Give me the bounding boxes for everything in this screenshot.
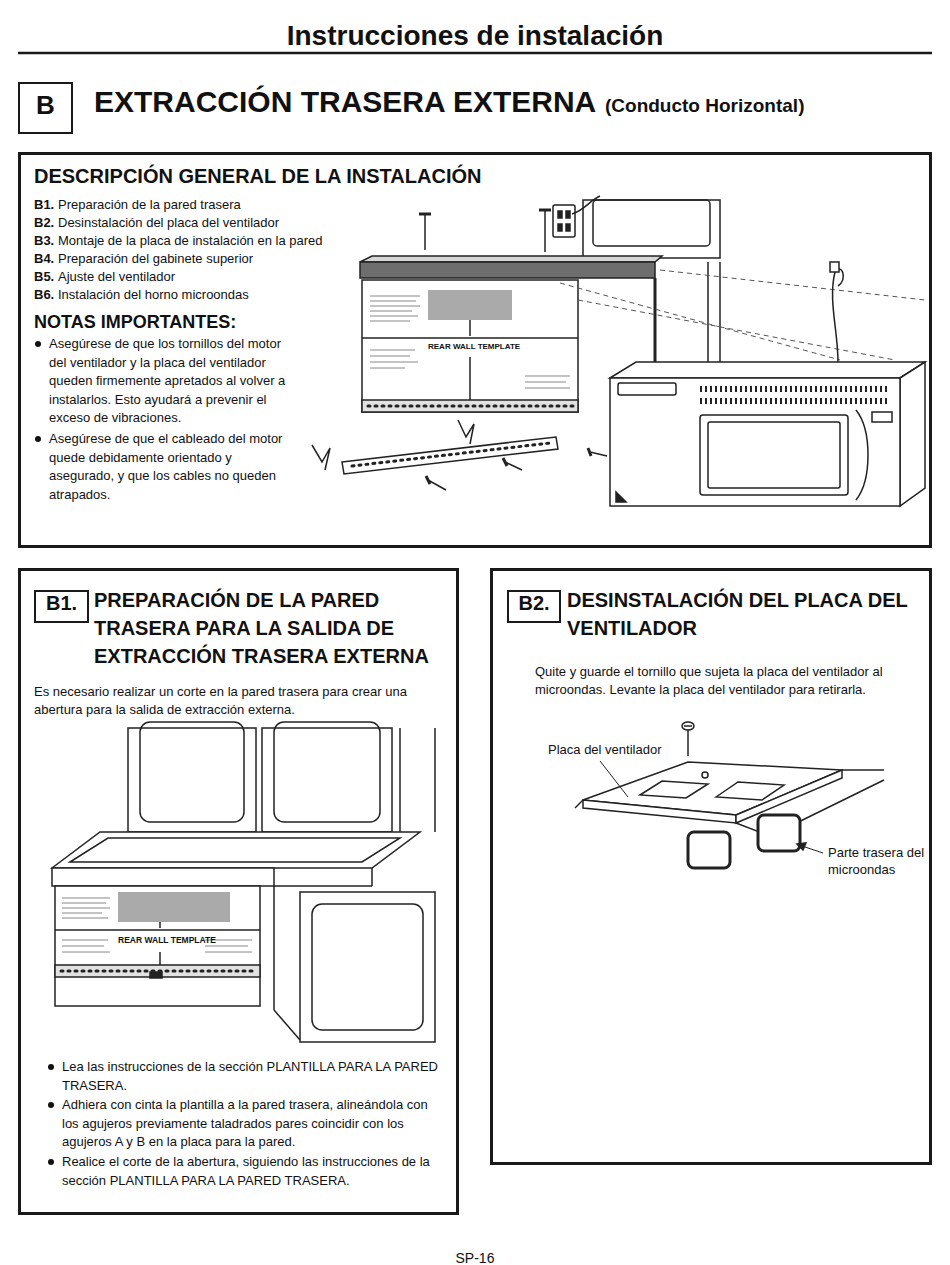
step-item: Preparación del gabinete superior xyxy=(58,250,358,268)
part-label: Parte trasera del microondas xyxy=(828,844,929,878)
page-number: SP-16 xyxy=(0,1250,950,1265)
step-item: Ajuste del ventilador xyxy=(58,268,358,286)
title-rule xyxy=(18,52,932,55)
notes-heading: NOTAS IMPORTANTES: xyxy=(34,312,236,334)
step-item: Desinstalación del placa del ventilador xyxy=(58,214,358,232)
step-number: B3. xyxy=(34,232,54,250)
section-heading: EXTRACCIÓN TRASERA EXTERNA xyxy=(94,84,596,120)
step-tag: B1. xyxy=(34,590,89,623)
step-number: B4. xyxy=(34,250,54,268)
bullet-text: Lea las instrucciones de la sección PLAN… xyxy=(62,1058,440,1095)
panel-heading: DESINSTALACIÓN DEL PLACA DEL VENTILADOR xyxy=(567,586,922,642)
bullet-dot xyxy=(48,1159,54,1165)
section-letter: B xyxy=(20,84,71,126)
bullet-dot xyxy=(48,1102,54,1108)
bullet-dot xyxy=(48,1064,54,1070)
page-title: Instrucciones de instalación xyxy=(0,19,950,53)
bullet-text: Realice el corte de la abertura, siguien… xyxy=(62,1153,440,1190)
step-tag-text: B1. xyxy=(36,592,87,615)
step-number: B1. xyxy=(34,196,54,214)
step-panel: PREPARACIÓN DE LA PARED TRASERA PARA LA … xyxy=(18,568,459,1215)
step-item: Preparación de la pared trasera xyxy=(58,196,358,214)
step-number: B6. xyxy=(34,286,54,304)
note-text: Asegúrese de que el cableado del motor q… xyxy=(49,430,297,504)
step-number: B5. xyxy=(34,268,54,286)
panel-heading: PREPARACIÓN DE LA PARED TRASERA PARA LA … xyxy=(94,586,450,670)
bullet-text: Adhiera con cinta la plantilla a la pare… xyxy=(62,1096,440,1152)
step-tag-text: B2. xyxy=(509,592,559,615)
step-number: B2. xyxy=(34,214,54,232)
step-tag: B2. xyxy=(507,590,561,623)
body-text: Es necesario realizar un corte en la par… xyxy=(34,683,449,719)
step-item: Montaje de la placa de instalación en la… xyxy=(58,232,358,250)
note-text: Asegúrese de que los tornillos del motor… xyxy=(49,335,297,428)
cabinet-illustration xyxy=(52,722,435,1042)
part-label: Placa del ventilador xyxy=(548,741,661,758)
bullet-dot xyxy=(35,436,41,442)
section-letter-box: B xyxy=(18,82,73,134)
panel-heading: DESCRIPCIÓN GENERAL DE LA INSTALACIÓN xyxy=(34,164,481,188)
step-item: Instalación del horno microondas xyxy=(58,286,358,304)
body-text: Quite y guarde el tornillo que sujeta la… xyxy=(535,663,925,699)
template-label: REAR WALL TEMPLATE xyxy=(118,935,216,945)
overview-illustration xyxy=(312,196,925,506)
bullet-dot xyxy=(35,341,41,347)
section-subheading: (Conducto Horizontal) xyxy=(605,95,804,118)
template-label: REAR WALL TEMPLATE xyxy=(428,342,520,352)
